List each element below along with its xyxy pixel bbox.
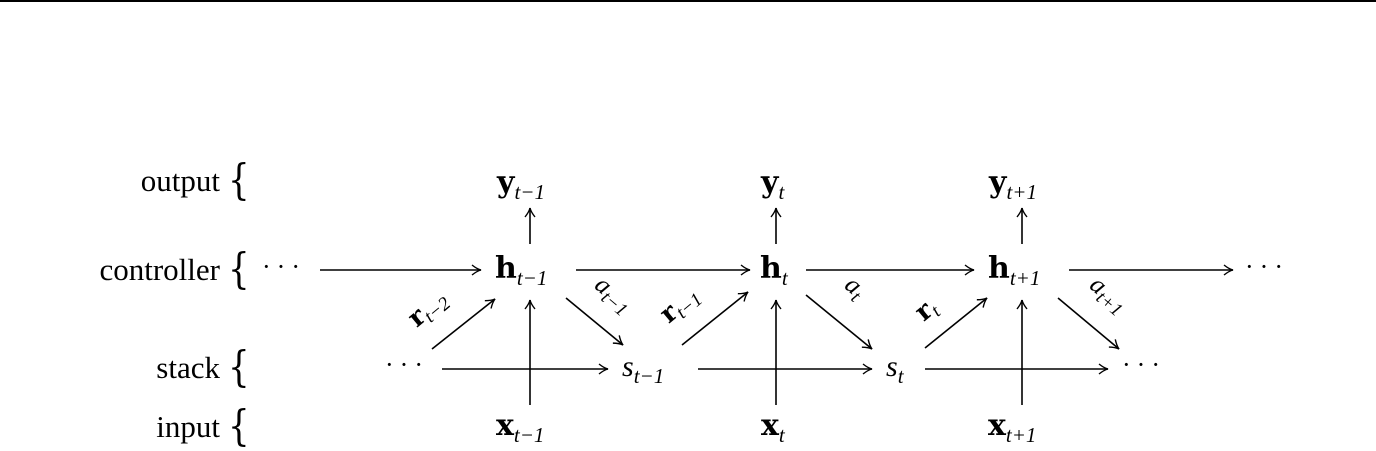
node-h-next: ht+1: [988, 251, 1041, 290]
edge-read-r-t: [924, 297, 988, 349]
controller-end-ellipsis: ···: [1245, 252, 1289, 281]
edge-action-a-t: [805, 294, 873, 350]
row-label-input: input: [156, 409, 220, 444]
node-y-next: yt+1: [989, 165, 1037, 204]
node-s-cur: st: [886, 350, 904, 388]
brace-controller-icon: {: [228, 244, 250, 294]
controller-start-ellipsis: ···: [262, 252, 306, 281]
brace-input-icon: {: [228, 401, 250, 451]
node-y-prev: yt−1: [497, 165, 545, 204]
row-label-output: output: [140, 163, 220, 198]
row-label-stack: stack: [156, 350, 220, 385]
edge-action-a-tm1: [565, 297, 624, 346]
node-s-prev: st−1: [622, 350, 665, 388]
node-x-next: xt+1: [988, 408, 1037, 447]
node-x-prev: xt−1: [496, 408, 545, 447]
row-label-controller: controller: [99, 252, 220, 287]
edge-action-a-tp1: [1057, 297, 1120, 350]
edge-read-r-tm1: [681, 291, 749, 346]
node-y-cur: yt: [761, 165, 785, 204]
stack-start-ellipsis: ···: [385, 350, 429, 379]
node-h-prev: ht−1: [495, 251, 548, 290]
edge-read-r-tm2: [431, 298, 496, 350]
node-h-cur: ht: [760, 251, 788, 290]
brace-stack-icon: {: [228, 342, 250, 392]
brace-output-icon: {: [228, 155, 250, 205]
top-rule: [0, 0, 1376, 2]
node-x-cur: xt: [761, 408, 785, 447]
stack-end-ellipsis: ···: [1122, 350, 1166, 379]
